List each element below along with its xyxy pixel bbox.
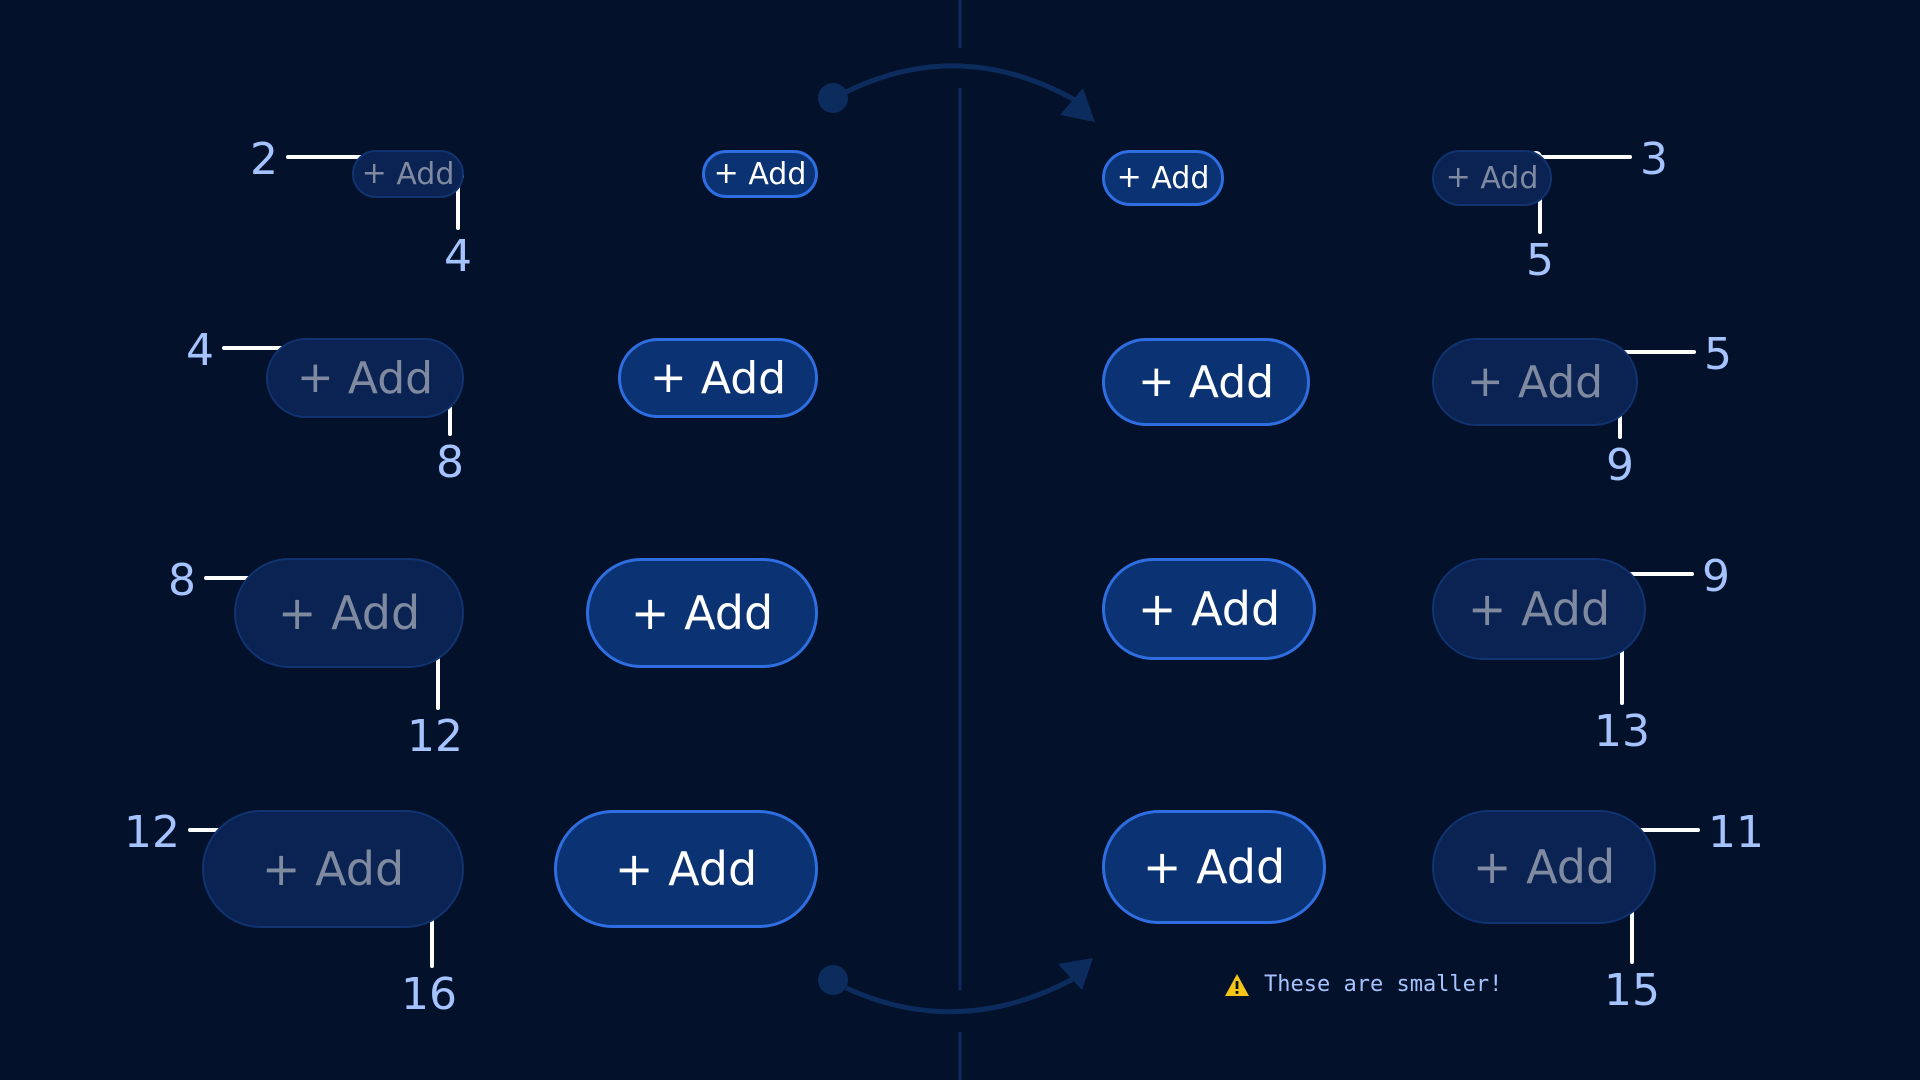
plus-icon: +	[614, 842, 654, 896]
left-inner-value-2: 8	[436, 437, 464, 488]
button-label: Add	[331, 586, 421, 640]
plus-icon: +	[1137, 582, 1177, 636]
left-active-add-button-3[interactable]: + Add	[586, 558, 818, 668]
right-outer-value-1: 3	[1640, 134, 1668, 185]
right-inner-value-2: 9	[1606, 440, 1634, 491]
left-outer-value-1: 2	[250, 134, 278, 185]
button-label: Add	[1526, 840, 1616, 894]
plus-icon: +	[630, 586, 670, 640]
note-text: These are smaller!	[1264, 972, 1503, 997]
plus-icon: +	[277, 586, 317, 640]
button-label: Add	[1480, 160, 1539, 196]
plus-icon: +	[1137, 356, 1175, 407]
right-inner-value-4: 15	[1604, 965, 1660, 1016]
button-label: Add	[396, 156, 455, 192]
button-label: Add	[1191, 582, 1281, 636]
right-outer-value-3: 9	[1702, 551, 1730, 602]
right-active-add-button-4[interactable]: + Add	[1102, 810, 1326, 924]
button-label: Add	[700, 352, 787, 404]
plus-icon: +	[1467, 582, 1507, 636]
right-outer-value-4: 11	[1708, 807, 1764, 858]
left-active-add-button-1[interactable]: + Add	[702, 150, 818, 198]
plus-icon: +	[1445, 160, 1471, 195]
plus-icon: +	[1472, 840, 1512, 894]
button-label: Add	[315, 842, 405, 896]
button-label: Add	[347, 352, 434, 404]
right-ghost-add-button-4[interactable]: + Add	[1432, 810, 1656, 924]
button-label: Add	[1521, 582, 1611, 636]
plus-icon: +	[296, 352, 334, 403]
left-ghost-add-button-1[interactable]: + Add	[352, 150, 464, 198]
button-label: Add	[668, 842, 758, 896]
right-active-add-button-3[interactable]: + Add	[1102, 558, 1316, 660]
right-active-add-button-1[interactable]: + Add	[1102, 150, 1224, 206]
plus-icon: +	[1142, 840, 1182, 894]
left-inner-value-1: 4	[444, 231, 472, 282]
right-ghost-add-button-1[interactable]: + Add	[1432, 150, 1552, 206]
right-ghost-add-button-2[interactable]: + Add	[1432, 338, 1638, 426]
left-inner-value-3: 12	[407, 711, 463, 762]
plus-icon: +	[649, 352, 687, 403]
button-label: Add	[1196, 840, 1286, 894]
right-outer-value-2: 5	[1704, 329, 1732, 380]
button-label: Add	[1517, 356, 1604, 408]
left-outer-value-3: 8	[168, 555, 196, 606]
left-ghost-add-button-2[interactable]: + Add	[266, 338, 464, 418]
left-ghost-add-button-3[interactable]: + Add	[234, 558, 464, 668]
right-active-add-button-2[interactable]: + Add	[1102, 338, 1310, 426]
plus-icon: +	[361, 156, 387, 191]
plus-icon: +	[1116, 160, 1142, 195]
button-label: Add	[1151, 160, 1210, 196]
right-inner-value-1: 5	[1526, 235, 1554, 286]
left-inner-value-4: 16	[401, 969, 457, 1020]
button-label: Add	[684, 586, 774, 640]
left-outer-value-4: 12	[124, 807, 180, 858]
button-label: Add	[1188, 356, 1275, 408]
left-outer-value-2: 4	[186, 325, 214, 376]
bottom-transition-arrow	[818, 958, 1093, 1015]
button-label: Add	[748, 156, 807, 192]
left-ghost-add-button-4[interactable]: + Add	[202, 810, 464, 928]
warning-icon	[1225, 973, 1249, 996]
plus-icon: +	[261, 842, 301, 896]
smaller-note: These are smaller!	[1224, 972, 1502, 997]
right-inner-value-3: 13	[1594, 706, 1650, 757]
right-ghost-add-button-3[interactable]: + Add	[1432, 558, 1646, 660]
left-active-add-button-4[interactable]: + Add	[554, 810, 818, 928]
plus-icon: +	[713, 156, 739, 191]
plus-icon: +	[1466, 356, 1504, 407]
top-transition-arrow	[818, 63, 1095, 122]
left-active-add-button-2[interactable]: + Add	[618, 338, 818, 418]
